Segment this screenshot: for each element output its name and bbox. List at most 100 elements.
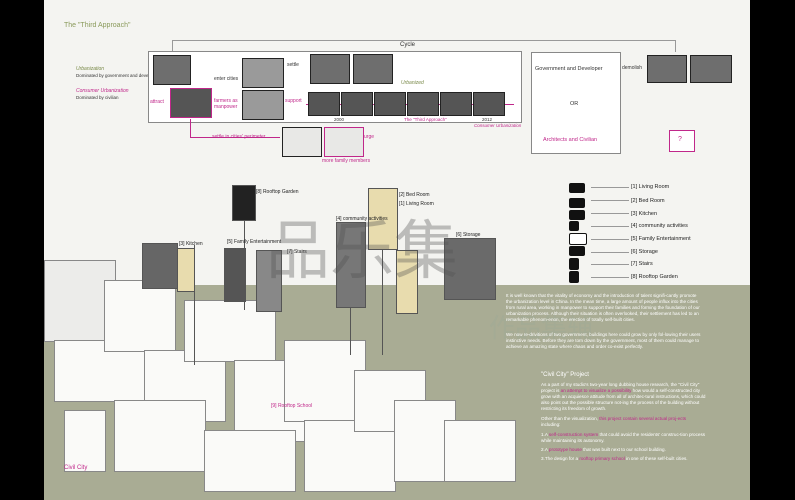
stairs-label: [7] Stairs: [287, 249, 307, 255]
kitchen-photo: [142, 243, 178, 289]
family-photo-2: [324, 127, 364, 157]
rooftop-garden-thumb: [232, 185, 256, 221]
callout-stem: [382, 195, 383, 355]
urbanization-label: Urbanization: [76, 66, 105, 72]
storage-column: [396, 250, 418, 314]
bedroom-label: [2] Bed Room: [399, 192, 430, 198]
support-label: support: [285, 98, 302, 104]
stairs-thumb: [256, 250, 282, 312]
settle-photo: [310, 54, 350, 84]
item-2: 2.A prototype house that was built next …: [541, 447, 666, 452]
family-photo-1: [282, 127, 322, 157]
gov-dev-label: Government and Developer: [535, 66, 603, 72]
timeline-label: The "Third Approach": [404, 117, 447, 122]
cycle-line-top: [172, 40, 676, 41]
item-1: 1.A self-construction system that could …: [541, 432, 706, 443]
farmers-label: farmers as: [214, 98, 238, 104]
community-label: [4] community activities: [336, 216, 388, 222]
legend-dash: [591, 213, 629, 214]
stairs-icon: [569, 258, 579, 270]
perimeter-line: [190, 119, 191, 137]
community-icon: [569, 221, 579, 231]
question-box: [669, 130, 695, 152]
city-block: [444, 420, 516, 482]
community-thumb: [336, 222, 366, 308]
manpower-photo: [242, 90, 284, 120]
kitchen-thumb: [177, 248, 195, 292]
arch-civ-label: Architects and Civilian: [543, 137, 598, 143]
consumer-urbanization-2: Consumer Urbanization: [474, 123, 522, 128]
legend-dash: [591, 252, 629, 253]
page-title: The "Third Approach": [64, 22, 131, 29]
intro-paragraph: It is well known that the vitality of ec…: [506, 293, 700, 322]
project-paragraph: As a part of my studio's two-year long d…: [541, 382, 706, 411]
urbanized-photo: [353, 54, 393, 84]
cycle-label: Cycle: [400, 42, 416, 48]
farmers-photo: [170, 88, 212, 118]
legend-dash: [591, 200, 629, 201]
legend-dash: [591, 264, 629, 265]
rooftop-school-label: [9] Rooftop School: [271, 403, 313, 409]
legend-3: [3] Kitchen: [631, 211, 658, 217]
kitchen-label: [3] Kitchen: [179, 241, 203, 247]
or-label: OR: [570, 101, 579, 107]
year-2012: 2012: [482, 117, 493, 122]
city-photo: [153, 55, 191, 85]
watermark-text: 作品集辅: [489, 314, 594, 344]
legend-4: [4] community activities: [631, 223, 688, 229]
timeline-photo-5: [440, 92, 472, 116]
city-block: [114, 400, 206, 472]
living-room-icon: [569, 183, 585, 193]
left-black-bar: [0, 0, 44, 500]
cycle-line-left: [172, 40, 173, 52]
legend-1: [1] Living Room: [631, 184, 670, 190]
second-paragraph: We now re-drivitions of two government, …: [506, 332, 701, 349]
legend-dash: [591, 226, 629, 227]
family-ent-thumb: [224, 248, 246, 302]
legend-dash: [591, 239, 629, 240]
timeline-photo-2: [341, 92, 373, 116]
cycle-line-right: [675, 40, 676, 52]
storage-label: [6] Storage: [456, 232, 481, 238]
right-black-bar: [750, 0, 795, 500]
other-paragraph: Other than the visualization, this proje…: [541, 416, 687, 427]
city-block: [104, 280, 176, 352]
perimeter-line-h: [190, 137, 280, 138]
consumer-urbanization-label: Consumer Urbanization: [76, 88, 129, 94]
item-3: 3.The design for a rooftop primary schoo…: [541, 456, 688, 461]
legend-8: [8] Rooftop Garden: [631, 274, 678, 280]
urbanization-sub: Dominated by government and developer: [76, 73, 159, 78]
actor-box: [531, 52, 621, 154]
timeline-photo-6: [473, 92, 505, 116]
watermark-logo: 品乐集: [266, 215, 458, 289]
attract-label: attract: [150, 99, 164, 105]
enter-cities-label: enter cities: [214, 76, 239, 82]
urge-label: urge: [364, 134, 375, 140]
more-family-label: more family members: [322, 158, 371, 164]
kitchen-icon: [569, 210, 585, 220]
poster-board: The "Third Approach" Cycle Urbanization …: [44, 0, 750, 500]
city-block: [204, 430, 296, 492]
demolish-label: demolish: [622, 65, 643, 71]
city-block: [304, 420, 396, 492]
bed-room-icon: [569, 198, 585, 208]
legend-6: [6] Storage: [631, 249, 658, 255]
callout-stem: [194, 245, 195, 365]
civil-city-heading: "Civil City" Project: [541, 372, 589, 378]
storage-photo: [444, 238, 496, 300]
rooftop-garden-icon: [569, 271, 579, 283]
demolish-photo-1: [647, 55, 687, 83]
city-block: [284, 340, 366, 422]
timeline-photo-4: [407, 92, 439, 116]
settle-perimeter-label: settle in cities' perimeter: [212, 134, 266, 140]
livingroom-label: [1] Living Room: [399, 201, 434, 207]
question-mark: ?: [678, 136, 682, 143]
city-block: [64, 410, 106, 472]
civil-city-label: Civil City: [64, 465, 88, 471]
settle-label: settle: [287, 62, 299, 68]
year-2000: 2000: [334, 117, 345, 122]
legend-7: [7] Stairs: [631, 261, 653, 267]
family-ent-icon: [569, 233, 587, 245]
demolish-photo-2: [690, 55, 732, 83]
family-ent-label: [5] Family Entertainment: [227, 239, 282, 245]
